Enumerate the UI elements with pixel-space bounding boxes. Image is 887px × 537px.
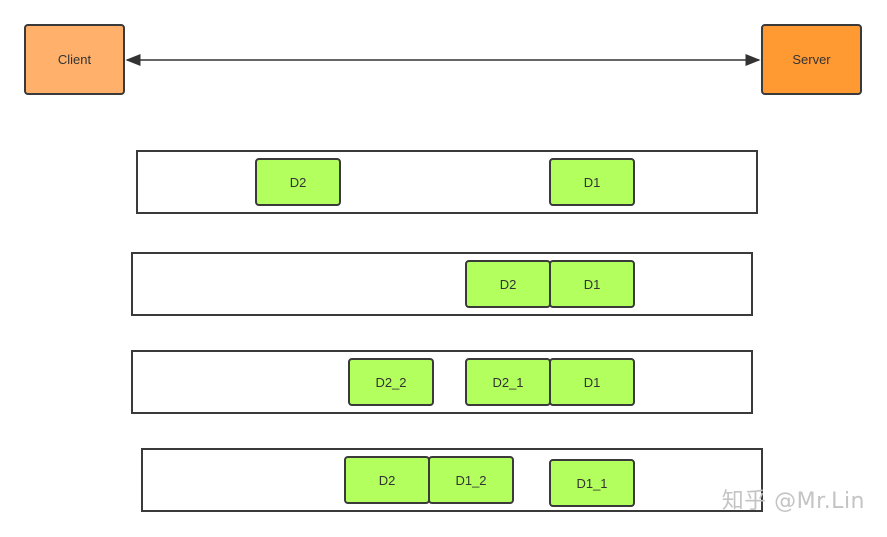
packet-label: D1 <box>583 174 601 190</box>
packet-d2: D2 <box>255 158 341 206</box>
packet-label: D1 <box>583 374 601 390</box>
server-label: Server <box>792 52 831 67</box>
packet-d2-2: D2_2 <box>348 358 434 406</box>
packet-label: D1_1 <box>576 475 608 491</box>
packet-label: D1_2 <box>455 472 487 488</box>
packet-label: D1 <box>583 276 601 292</box>
packet-d1: D1 <box>549 358 635 406</box>
watermark: 知乎 @Mr.Lin <box>721 489 865 514</box>
packet-d1-1: D1_1 <box>549 459 635 507</box>
packet-d2: D2 <box>465 260 551 308</box>
packet-d1-2: D1_2 <box>428 456 514 504</box>
stream-lane-1 <box>136 150 758 214</box>
packet-label: D2_1 <box>492 374 524 390</box>
packet-d2: D2 <box>344 456 430 504</box>
packet-label: D2_2 <box>375 374 407 390</box>
packet-label: D2 <box>378 472 396 488</box>
client-label: Client <box>57 52 92 67</box>
packet-d1: D1 <box>549 260 635 308</box>
packet-label: D2 <box>289 174 307 190</box>
stream-lane-3 <box>131 350 753 414</box>
client-node: Client <box>24 24 125 95</box>
client-server-link <box>125 54 761 66</box>
stream-lane-2 <box>131 252 753 316</box>
server-node: Server <box>761 24 862 95</box>
packet-d1: D1 <box>549 158 635 206</box>
packet-label: D2 <box>499 276 517 292</box>
packet-d2-1: D2_1 <box>465 358 551 406</box>
